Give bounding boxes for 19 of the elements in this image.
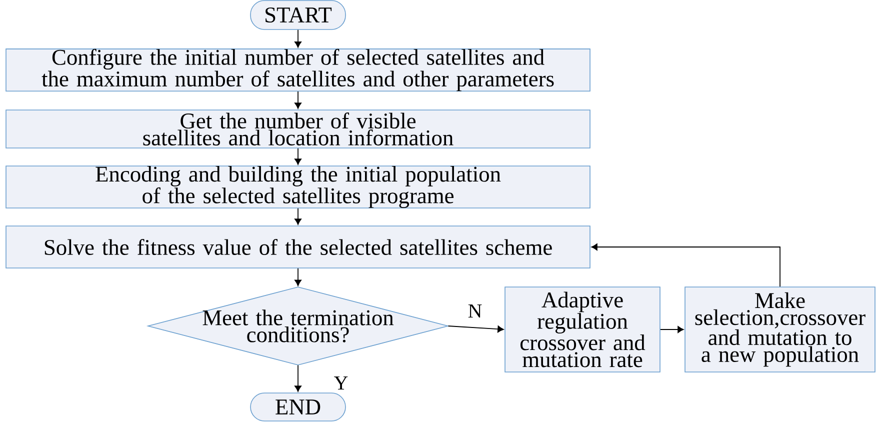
process-box: Solve the fitness value of the selected satellites scheme (6, 226, 590, 268)
arrow (294, 148, 302, 165)
arrow (294, 208, 302, 225)
process-box: Make selection,crossover and mutation to a new population (684, 286, 876, 372)
arrow (294, 268, 302, 286)
arrow (294, 364, 302, 392)
edge-label: N (466, 303, 484, 319)
process-box: Adaptive regulation crossover and mutation rate (504, 286, 660, 372)
arrow (660, 326, 684, 333)
edge-label: Y (332, 375, 350, 391)
arrow (294, 29, 302, 48)
arrow (448, 326, 504, 333)
process-box: Encoding and building the initial population of the selected satellites programe (6, 166, 590, 208)
arrow (294, 91, 302, 109)
terminal-box: END (250, 392, 346, 422)
terminal-box: START (250, 0, 346, 30)
process-box: Get the number of visible satellites and location information (6, 110, 590, 148)
arrow (591, 244, 780, 288)
process-box: Configure the initial number of selected satellites and the maximum number of satellites and other parameters (6, 48, 590, 92)
